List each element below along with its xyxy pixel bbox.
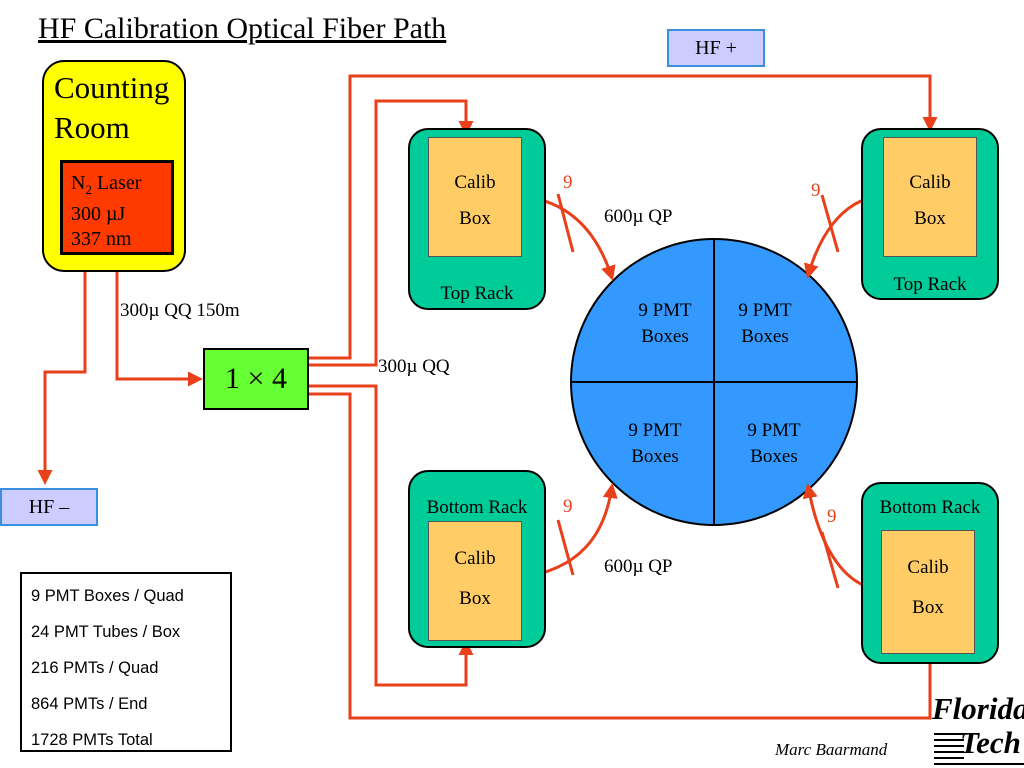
quadrant-label-line2: Boxes: [641, 326, 689, 347]
laser-name-suffix: Laser: [91, 172, 142, 194]
rack-top-right: Calib Box Top Rack: [861, 128, 999, 300]
quadrant-top-left: 9 PMT Boxes: [615, 298, 715, 350]
note-row: 864 PMTs / End: [31, 695, 148, 713]
fiber-count-top-right: 9: [811, 180, 821, 201]
quadrant-label-line2: Boxes: [631, 446, 679, 467]
calib-box-bottom-right: Calib Box: [881, 530, 975, 654]
fiber-splitter-to-bottom-right: [309, 392, 938, 720]
florida-tech-logo: Florida Tech: [928, 690, 1024, 768]
author-credit: Marc Baarmand: [775, 740, 888, 759]
fiber-splitter-to-bottom-left: [309, 384, 474, 687]
logo-text-florida: Florida: [932, 691, 1024, 726]
laser-subscript: 2: [85, 182, 92, 197]
rack-label-bottom-left: Bottom Rack: [426, 497, 528, 518]
calib-box-label-line1: Calib: [909, 172, 951, 193]
slash-bottom-right: [820, 531, 840, 589]
fiber-laser-to-hf-minus: [37, 256, 87, 485]
slash-top-right: [820, 194, 840, 253]
logo-stripes-icon: [934, 733, 1024, 765]
calib-box-label-line1: Calib: [907, 557, 949, 578]
fiber-label-qp-bottom: 600µ QP: [604, 556, 673, 577]
pmt-counts-table: 9 PMT Boxes / Quad 24 PMT Tubes / Box 21…: [20, 572, 232, 752]
quadrant-bottom-left: 9 PMT Boxes: [605, 418, 705, 470]
page-title: HF Calibration Optical Fiber Path: [38, 12, 447, 45]
calib-box-label-line2: Box: [912, 597, 944, 618]
rack-bottom-left: Bottom Rack Calib Box: [408, 470, 546, 648]
fiber-count-top-left: 9: [563, 172, 573, 193]
laser-name: N: [71, 172, 86, 194]
quadrant-label-line1: 9 PMT: [638, 300, 692, 321]
fiber-laser-to-splitter: [115, 256, 203, 387]
fiber-splitter-to-top-left: [309, 99, 474, 367]
calib-box-label-line1: Calib: [454, 172, 496, 193]
quadrant-label-line2: Boxes: [750, 446, 798, 467]
note-row: 216 PMTs / Quad: [31, 659, 159, 677]
hf-minus-box: HF –: [0, 488, 98, 526]
calib-box-label-line1: Calib: [454, 548, 496, 569]
slash-top-left: [556, 193, 575, 253]
quadrant-label-line1: 9 PMT: [747, 420, 801, 441]
rack-label-top-left: Top Rack: [440, 283, 514, 304]
fiber-label-qq: 300µ QQ: [378, 356, 450, 377]
rack-label-top-right: Top Rack: [893, 274, 967, 295]
splitter-1x4: 1 × 4: [203, 348, 309, 410]
calib-box-label-line2: Box: [459, 208, 491, 229]
note-row: 24 PMT Tubes / Box: [31, 623, 181, 641]
slash-bottom-left: [556, 519, 575, 576]
counting-room-label-line1: Counting: [54, 70, 170, 105]
calib-box-top-left: Calib Box: [428, 137, 522, 257]
fiber-count-bottom-right: 9: [827, 506, 837, 527]
calib-box-bottom-left: Calib Box: [428, 521, 522, 641]
quadrant-label-line2: Boxes: [741, 326, 789, 347]
quadrant-top-right: 9 PMT Boxes: [715, 298, 815, 350]
hf-plus-box: HF +: [667, 29, 765, 67]
rack-label-bottom-right: Bottom Rack: [879, 497, 981, 518]
calib-box-label-line2: Box: [914, 208, 946, 229]
laser-wavelength: 337 nm: [71, 228, 132, 250]
rack-bottom-right: Bottom Rack Calib Box: [861, 482, 999, 664]
fiber-label-qq150: 300µ QQ 150m: [120, 300, 240, 321]
quadrant-bottom-right: 9 PMT Boxes: [724, 418, 824, 470]
logo-text-tech: Tech: [960, 725, 1021, 760]
counting-room-label-line2: Room: [54, 110, 130, 145]
laser-energy: 300 µJ: [71, 203, 126, 225]
quadrant-label-line1: 9 PMT: [628, 420, 682, 441]
fiber-splitter-to-top-right: [309, 74, 938, 360]
quadrant-label-line1: 9 PMT: [738, 300, 792, 321]
fiber-count-bottom-left: 9: [563, 496, 573, 517]
calib-box-top-right: Calib Box: [883, 137, 977, 257]
fiber-label-qp-top: 600µ QP: [604, 206, 673, 227]
note-row: 1728 PMTs Total: [31, 731, 153, 749]
rack-top-left: Calib Box Top Rack: [408, 128, 546, 310]
n2-laser: N2 Laser 300 µJ 337 nm: [60, 160, 174, 255]
note-row: 9 PMT Boxes / Quad: [31, 587, 184, 605]
calib-box-label-line2: Box: [459, 588, 491, 609]
detector-wheel: [570, 238, 858, 526]
